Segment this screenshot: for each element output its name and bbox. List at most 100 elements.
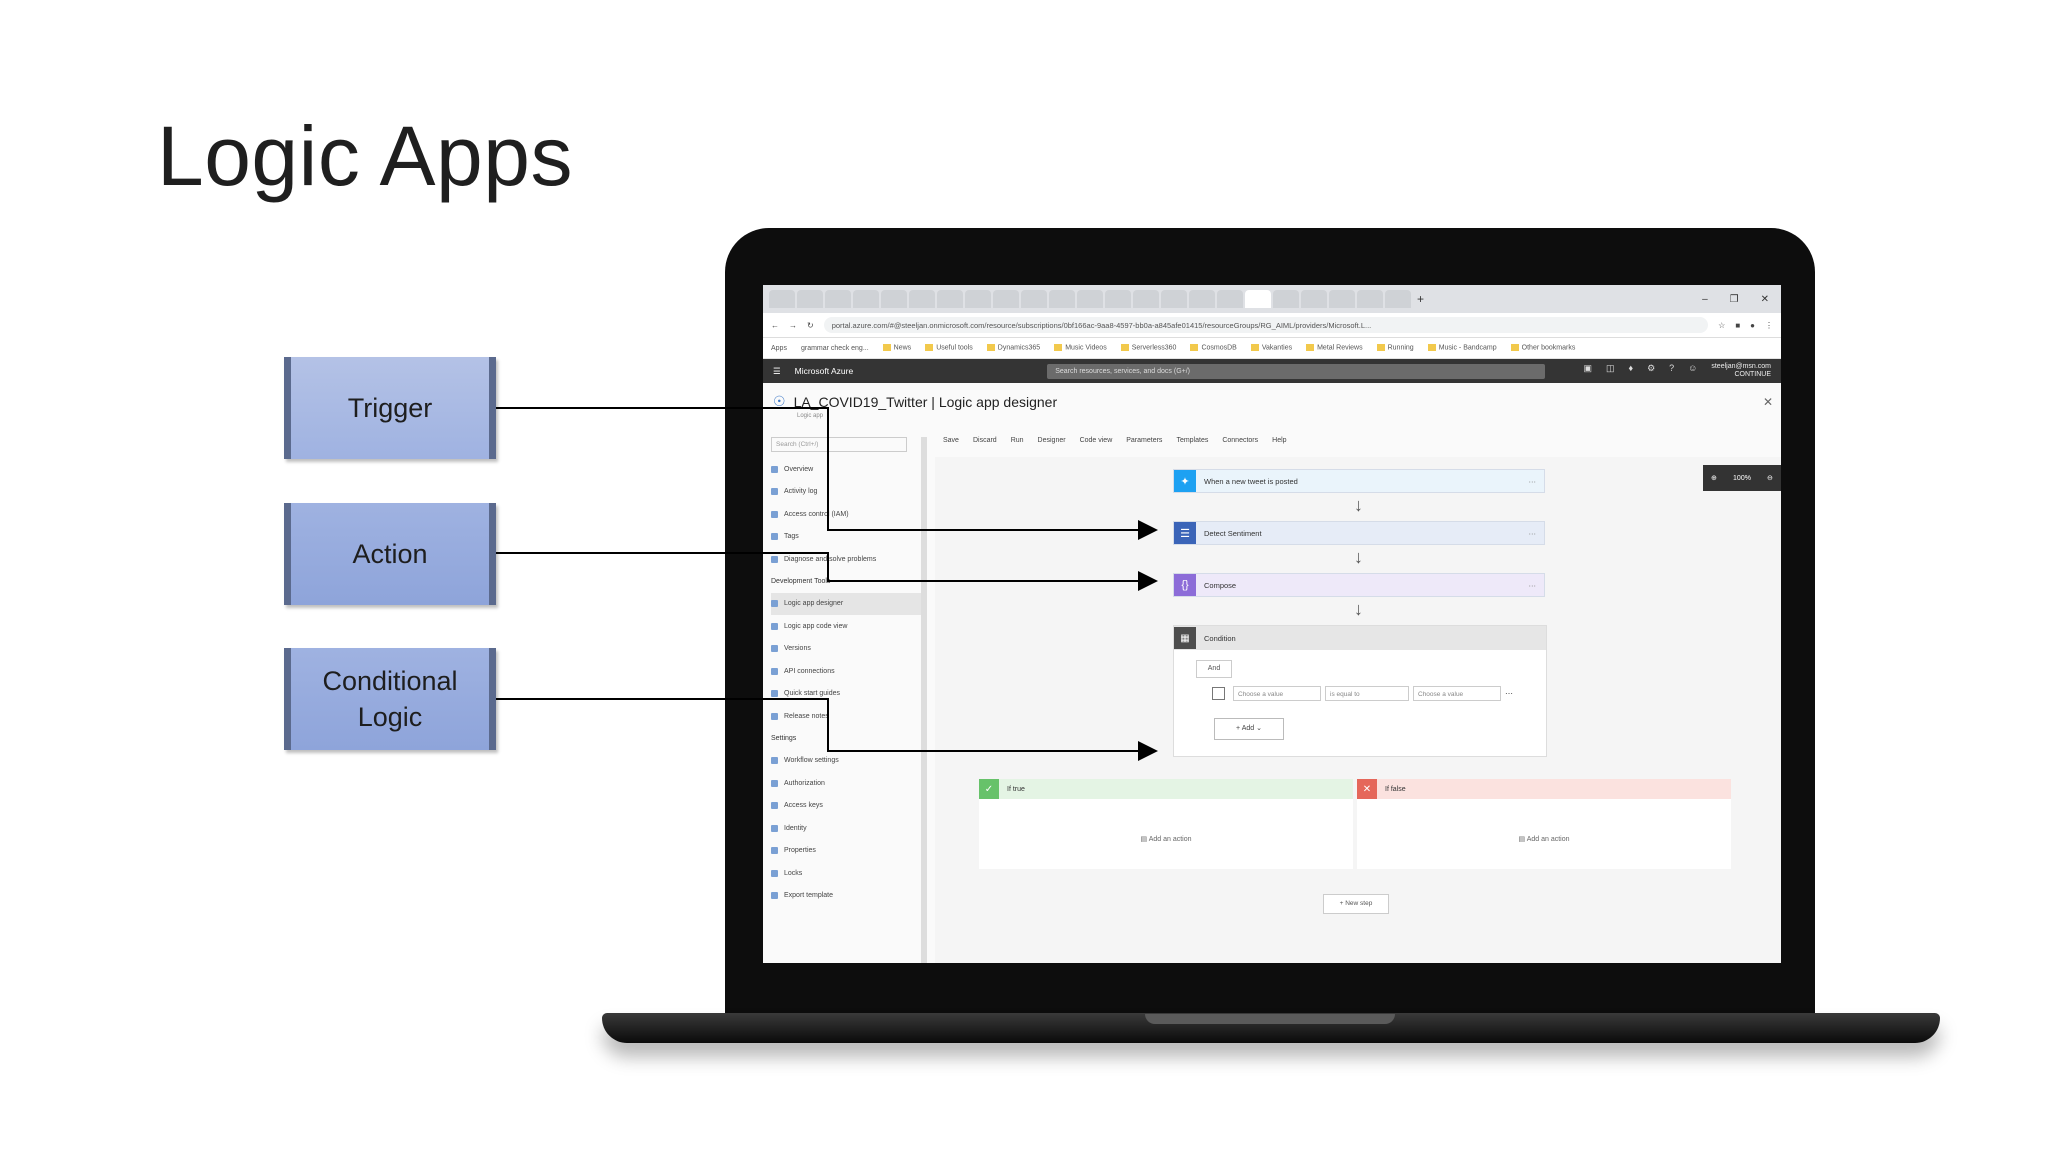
help-button[interactable]: Help [1272,437,1287,444]
browser-tab[interactable] [1329,290,1355,308]
menu-item-authorization[interactable]: Authorization [771,772,921,795]
bell-icon[interactable]: ♦ [1628,363,1634,373]
browser-tab[interactable] [1217,290,1243,308]
menu-item-diagnose[interactable]: Diagnose and solve problems [771,548,921,571]
new-tab-icon[interactable]: + [1417,292,1425,306]
discard-button[interactable]: Discard [972,437,997,444]
feedback-icon[interactable]: ☺ [1688,363,1698,373]
templates-button[interactable]: Templates [1176,437,1209,444]
browser-tab[interactable] [1301,290,1327,308]
forward-icon[interactable]: → [789,320,797,330]
browser-tab[interactable] [993,290,1019,308]
comparison-dropdown[interactable]: is equal to [1325,686,1409,701]
menu-item-release-notes[interactable]: Release notes [771,705,921,728]
menu-item-logic-app-designer[interactable]: Logic app designer [771,592,921,615]
bookmark-item[interactable]: News [883,344,912,352]
minimize-icon[interactable]: – [1702,293,1708,305]
bookmark-item[interactable]: Useful tools [925,344,973,352]
star-icon[interactable]: ☆ [1718,320,1726,330]
more-options-icon[interactable]: ⋯ [1528,528,1537,538]
menu-item-workflow-settings[interactable]: Workflow settings [771,750,921,773]
if-false-header[interactable]: ✕ If false [1357,779,1731,799]
browser-tab[interactable] [1077,290,1103,308]
menu-item-properties[interactable]: Properties [771,840,921,863]
profile-icon[interactable]: ● [1750,320,1755,330]
row-checkbox[interactable] [1212,687,1225,700]
menu-item-export-template[interactable]: Export template [771,885,921,908]
run-button[interactable]: Run [1010,437,1024,444]
browser-tab[interactable] [1357,290,1383,308]
close-icon[interactable]: ✕ [1762,395,1773,409]
browser-tab[interactable] [937,290,963,308]
azure-search-input[interactable]: Search resources, services, and docs (G+… [1047,363,1546,379]
parameters-button[interactable]: Parameters [1126,437,1163,444]
bookmark-item[interactable]: Running [1377,344,1414,352]
designer-button[interactable]: Designer [1037,437,1066,444]
sentiment-step-card[interactable]: ☰ Detect Sentiment ⋯ [1173,521,1545,545]
choose-value-left-input[interactable]: Choose a value [1233,686,1321,701]
bookmark-item[interactable]: Dynamics365 [987,344,1040,352]
gear-icon[interactable]: ⚙ [1647,363,1656,373]
trigger-step-card[interactable]: ✦ When a new tweet is posted ⋯ [1173,469,1545,493]
zoom-in-icon[interactable]: ⊕ [1711,475,1717,482]
bookmark-item[interactable]: grammar check eng... [800,344,869,352]
menu-icon[interactable]: ⋮ [1765,320,1773,330]
menu-item-activity-log[interactable]: Activity log [771,481,921,504]
condition-header[interactable]: ▦ Condition [1174,626,1546,650]
menu-item-access-keys[interactable]: Access keys [771,795,921,818]
help-icon[interactable]: ? [1669,363,1675,373]
directory-icon[interactable]: ◫ [1605,363,1615,373]
menu-item-api-connections[interactable]: API connections [771,660,921,683]
menu-item-overview[interactable]: Overview [771,458,921,481]
bookmark-item[interactable]: Serverless360 [1121,344,1177,352]
browser-tab[interactable] [1021,290,1047,308]
browser-tab[interactable] [909,290,935,308]
browser-tab[interactable] [881,290,907,308]
code-view-button[interactable]: Code view [1079,437,1113,444]
zoom-out-icon[interactable]: ⊖ [1767,475,1773,482]
bookmark-item[interactable]: Vakanties [1251,344,1292,352]
new-step-button[interactable]: + New step [1323,894,1389,914]
menu-item-versions[interactable]: Versions [771,638,921,661]
bookmark-item[interactable]: CosmosDB [1190,344,1236,352]
bookmark-item[interactable]: Music - Bandcamp [1428,344,1497,352]
bookmark-item[interactable]: Music Videos [1054,344,1107,352]
and-operator-dropdown[interactable]: And [1196,660,1232,678]
menu-item-locks[interactable]: Locks [771,862,921,885]
row-more-icon[interactable]: ⋯ [1505,689,1513,698]
back-icon[interactable]: ← [771,320,779,330]
browser-tab[interactable] [1385,290,1411,308]
save-button[interactable]: Save [943,437,959,444]
menu-item-identity[interactable]: Identity [771,817,921,840]
browser-tab[interactable] [825,290,851,308]
maximize-icon[interactable]: ❐ [1729,293,1739,305]
menu-item-code-view[interactable]: Logic app code view [771,615,921,638]
reload-icon[interactable]: ↻ [807,320,814,330]
bookmark-item[interactable]: Metal Reviews [1306,344,1363,352]
close-window-icon[interactable]: ✕ [1760,293,1769,305]
menu-search-input[interactable]: Search (Ctrl+/) [771,437,907,452]
account-info[interactable]: steeljan@msn.com CONTINUE [1711,363,1771,379]
add-action-false-button[interactable]: ▤ Add an action [1357,835,1731,843]
browser-tab[interactable] [1161,290,1187,308]
browser-tab[interactable] [1049,290,1075,308]
choose-value-right-input[interactable]: Choose a value [1413,686,1501,701]
browser-tab[interactable] [797,290,823,308]
browser-tab[interactable] [1189,290,1215,308]
bookmark-item[interactable]: Other bookmarks [1511,344,1576,352]
browser-tab[interactable] [1133,290,1159,308]
browser-tab[interactable] [965,290,991,308]
if-true-header[interactable]: ✓ If true [979,779,1353,799]
url-field[interactable]: portal.azure.com/#@steeljan.onmicrosoft.… [823,317,1709,333]
compose-step-card[interactable]: {} Compose ⋯ [1173,573,1545,597]
more-options-icon[interactable]: ⋯ [1528,476,1537,486]
add-condition-button[interactable]: + Add ⌄ [1214,718,1284,740]
menu-item-access-control[interactable]: Access control (IAM) [771,503,921,526]
browser-tab[interactable] [1105,290,1131,308]
extensions-icon[interactable]: ■ [1735,320,1741,330]
cloud-shell-icon[interactable]: ▣ [1583,363,1592,373]
browser-tab[interactable] [853,290,879,308]
bookmark-item[interactable]: Apps [771,344,787,352]
hamburger-icon[interactable]: ☰ [773,365,781,376]
more-options-icon[interactable]: ⋯ [1528,580,1537,590]
